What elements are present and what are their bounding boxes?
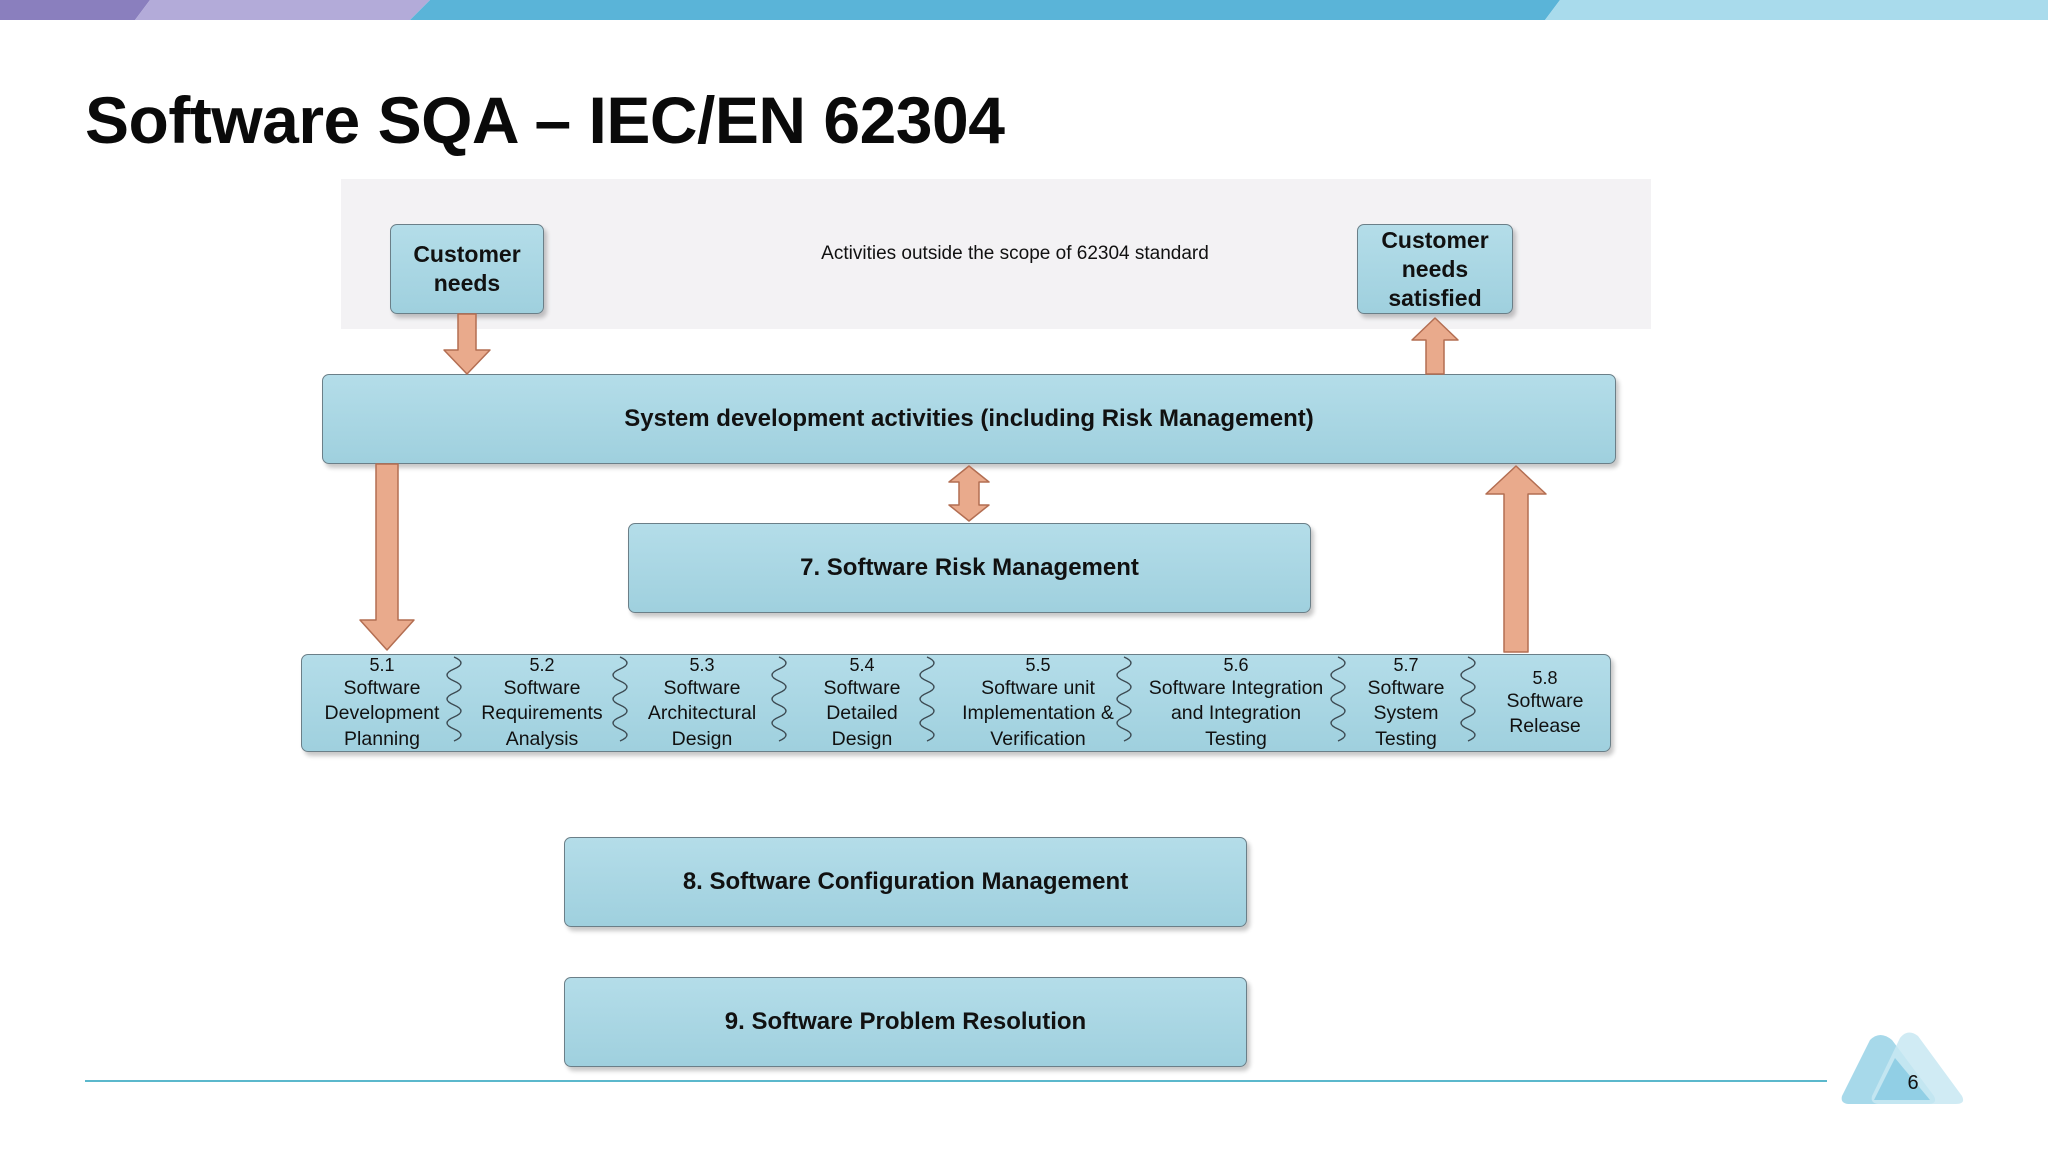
slide-title: Software SQA – IEC/EN 62304 xyxy=(85,83,1005,157)
process-5-2: 5.2 Software Requirements Analysis xyxy=(467,655,617,751)
separator xyxy=(1460,656,1476,742)
software-problem-resolution-label: 9. Software Problem Resolution xyxy=(724,1008,1087,1035)
page-logo-icon xyxy=(1841,1032,1964,1104)
process-number: 5.5 xyxy=(1025,654,1051,675)
release-to-system-up-arrow xyxy=(1485,465,1547,653)
process-5-1: 5.1 Software Development Planning xyxy=(302,655,462,751)
separator xyxy=(1330,656,1346,742)
process-number: 5.8 xyxy=(1532,667,1558,688)
process-5-6: 5.6 Software Integration and Integration… xyxy=(1142,655,1330,751)
separator xyxy=(612,656,628,742)
system-development-box: System development activities (including… xyxy=(322,374,1616,464)
process-label: Software Development Planning xyxy=(324,676,440,750)
process-5-3: 5.3 Software Architectural Design xyxy=(632,655,772,751)
process-5-4: 5.4 Software Detailed Design xyxy=(792,655,932,751)
customer-needs-box: Customer needs xyxy=(390,224,544,314)
customer-needs-satisfied-box: Customer needs satisfied xyxy=(1357,224,1513,314)
page-number: 6 xyxy=(1907,1072,1919,1094)
customer-needs-label: Customer needs xyxy=(413,241,521,296)
software-risk-management-box: 7. Software Risk Management xyxy=(628,523,1311,613)
process-number: 5.3 xyxy=(689,654,715,675)
out-of-scope-label: Activities outside the scope of 62304 st… xyxy=(821,243,1209,264)
footer-divider xyxy=(85,1080,1827,1082)
process-number: 5.6 xyxy=(1223,654,1249,675)
software-risk-management-label: 7. Software Risk Management xyxy=(800,554,1139,581)
process-label: Software Release xyxy=(1506,689,1584,738)
process-label: Software Integration and Integration Tes… xyxy=(1148,676,1324,750)
process-5-7: 5.7 Software System Testing xyxy=(1342,655,1470,751)
process-label: Software Detailed Design xyxy=(823,676,901,750)
software-problem-resolution-box: 9. Software Problem Resolution xyxy=(564,977,1247,1067)
process-separators xyxy=(446,656,1476,742)
top-decorative-bar xyxy=(0,0,2048,20)
separator xyxy=(1116,656,1132,742)
separator xyxy=(919,656,935,742)
process-label: Software unit Implementation & Verificat… xyxy=(962,676,1114,750)
system-risk-double-arrow xyxy=(948,465,990,522)
customer-satisfied-up-arrow xyxy=(1411,317,1459,375)
process-label: Software Requirements Analysis xyxy=(481,676,603,750)
software-configuration-management-label: 8. Software Configuration Management xyxy=(682,868,1129,895)
system-development-label: System development activities (including… xyxy=(624,405,1314,432)
process-5-8: 5.8 Software Release xyxy=(1482,655,1608,751)
development-process-row: 5.1 Software Development Planning 5.2 So… xyxy=(301,654,1611,752)
separator xyxy=(446,656,462,742)
process-label: Software Architectural Design xyxy=(647,676,757,750)
process-number: 5.7 xyxy=(1393,654,1419,675)
software-configuration-management-box: 8. Software Configuration Management xyxy=(564,837,1247,927)
process-number: 5.1 xyxy=(369,654,395,675)
customer-needs-satisfied-label: Customer needs satisfied xyxy=(1381,226,1489,311)
process-label: Software System Testing xyxy=(1367,676,1445,750)
customer-needs-down-arrow xyxy=(443,313,491,375)
system-to-planning-down-arrow xyxy=(359,463,415,651)
process-5-5: 5.5 Software unit Implementation & Verif… xyxy=(952,655,1124,751)
separator xyxy=(771,656,787,742)
process-number: 5.2 xyxy=(529,654,555,675)
process-number: 5.4 xyxy=(849,654,875,675)
